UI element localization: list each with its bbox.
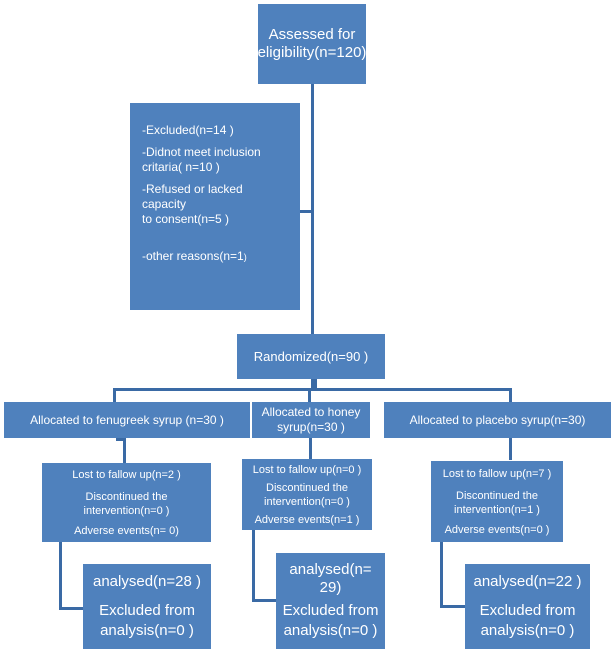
result-honey-analysed1: analysed(n=: [289, 561, 372, 578]
result-placebo-excluded1: Excluded from: [479, 601, 576, 619]
lost-honey-disc1: Discontinued the: [266, 481, 348, 494]
randomized-box: Randomized(n=90 ): [237, 334, 385, 379]
connector-assessed-randomized: [311, 83, 314, 335]
result-honey-box: analysed(n= 29) Excluded from analysis(n…: [276, 553, 385, 649]
lost-fenugreek-disc1: Discontinued the: [85, 490, 168, 503]
lost-placebo-followup: Lost to fallow up(n=7 ): [442, 467, 552, 480]
lost-fenugreek-disc2: intervention(n=0 ): [83, 504, 170, 517]
lost-honey-box: Lost to fallow up(n=0 ) Discontinued the…: [242, 459, 372, 530]
randomized-label: Randomized(n=90 ): [253, 348, 369, 364]
assessed-line1: Assessed for: [268, 26, 356, 43]
excluded-other-paren: ): [243, 252, 247, 262]
allocated-fenugreek-box: Allocated to fenugreek syrup (n=30 ): [4, 402, 250, 438]
connector-arm1-lost-analysed-v: [59, 542, 62, 610]
result-honey-analysed2: 29): [319, 579, 342, 596]
excluded-inclusion-line1: -Didnot meet inclusion: [142, 145, 261, 159]
excluded-total: -Excluded(n=14 ): [142, 123, 234, 137]
result-fenugreek-box: analysed(n=28 ) Excluded from analysis(n…: [83, 564, 211, 649]
excluded-refused-line2: to consent(n=5 ): [142, 212, 230, 226]
allocated-honey-line1: Allocated to honey: [261, 405, 361, 419]
lost-honey-disc2: intervention(n=0 ): [264, 495, 350, 508]
lost-placebo-disc1: Discontinued the: [456, 489, 538, 502]
lost-placebo-box: Lost to fallow up(n=7 ) Discontinued the…: [431, 461, 563, 542]
result-fenugreek-analysed: analysed(n=28 ): [93, 572, 201, 590]
connector-arm3-allocated-lost: [509, 438, 512, 460]
result-placebo-analysed: analysed(n=22 ): [473, 572, 582, 590]
excluded-refused-line1: -Refused or lacked capacity: [142, 182, 243, 211]
connector-arm1-drop: [113, 388, 116, 402]
connector-arm1-allocated-lost: [123, 438, 126, 465]
connector-randomized-split: [311, 378, 317, 389]
lost-honey-adverse: Adverse events(n=1 ): [254, 513, 360, 526]
result-placebo-box: analysed(n=22 ) Excluded from analysis(n…: [465, 564, 590, 649]
connector-arm2-drop: [308, 388, 311, 402]
lost-placebo-adverse: Adverse events(n=0 ): [444, 523, 550, 536]
excluded-inclusion-line2: critaria( n=10 ): [142, 160, 220, 174]
result-honey-excluded1: Excluded from: [282, 602, 379, 619]
connector-arm2-lost-analysed-h: [252, 599, 276, 602]
connector-arm1-allocated-lost-kink: [116, 438, 126, 441]
allocated-placebo-label: Allocated to placebo syrup(n=30): [409, 412, 586, 427]
lost-fenugreek-followup: Lost to fallow up(n=2 ): [72, 468, 181, 481]
result-placebo-excluded2: analysis(n=0 ): [480, 621, 575, 639]
result-fenugreek-excluded1: Excluded from: [99, 601, 195, 619]
result-honey-excluded2: analysis(n=0 ): [283, 622, 378, 639]
connector-arm2-allocated-lost: [309, 438, 312, 460]
excluded-other: -other reasons(n=1: [142, 249, 244, 263]
lost-fenugreek-box: Lost to fallow up(n=2 ) Discontinued the…: [42, 463, 211, 542]
allocated-honey-line2: syrup(n=30 ): [277, 420, 345, 434]
lost-placebo-disc2: intervention(n=1 ): [454, 503, 540, 516]
connector-arm3-drop: [509, 388, 512, 402]
connector-arm3-lost-analysed-v: [440, 542, 443, 608]
lost-honey-followup: Lost to fallow up(n=0 ): [252, 463, 362, 476]
excluded-box: -Excluded(n=14 ) -Didnot meet inclusion …: [130, 103, 300, 310]
result-fenugreek-excluded2: analysis(n=0 ): [100, 621, 194, 639]
connector-arm3-lost-analysed-h: [440, 605, 465, 608]
connector-excluded: [300, 210, 313, 213]
connector-arm2-lost-analysed-v: [252, 530, 255, 602]
lost-fenugreek-adverse: Adverse events(n= 0): [74, 524, 179, 537]
allocated-honey-box: Allocated to honey syrup(n=30 ): [252, 402, 370, 438]
connector-arm1-lost-analysed-h: [59, 607, 83, 610]
allocated-fenugreek-label: Allocated to fenugreek syrup (n=30 ): [30, 412, 224, 427]
assessed-box: Assessed for eligibility(n=120): [258, 4, 366, 84]
connector-horizontal-arms: [113, 388, 512, 391]
assessed-line2: eligibility(n=120): [257, 44, 367, 61]
allocated-placebo-box: Allocated to placebo syrup(n=30): [384, 402, 611, 438]
